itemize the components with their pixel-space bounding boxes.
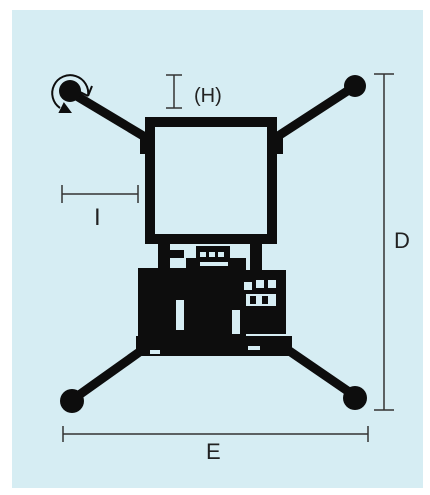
leg-front-left	[65, 87, 155, 145]
outrigger-feet	[59, 75, 367, 413]
dimension-i	[61, 185, 139, 203]
label-d: D	[394, 228, 410, 253]
foot-rear-right	[343, 386, 367, 410]
foot-rear-left	[60, 389, 84, 413]
leg-front-right	[267, 81, 360, 145]
dimension-e	[62, 426, 369, 442]
label-e: E	[206, 439, 221, 464]
label-h: (H)	[194, 85, 222, 107]
foot-front-left	[59, 80, 81, 102]
dimension-d	[374, 73, 394, 411]
leg-rear-right	[280, 343, 360, 401]
rotate-arrow-icon	[51, 74, 93, 113]
foot-front-right	[344, 75, 366, 97]
dimension-h	[166, 74, 182, 109]
leg-rear-left	[67, 343, 150, 405]
label-i: I	[94, 204, 101, 231]
cab	[140, 117, 283, 244]
chassis-inner-marks	[250, 296, 268, 304]
outrigger-legs	[65, 81, 360, 405]
chassis	[136, 244, 292, 356]
